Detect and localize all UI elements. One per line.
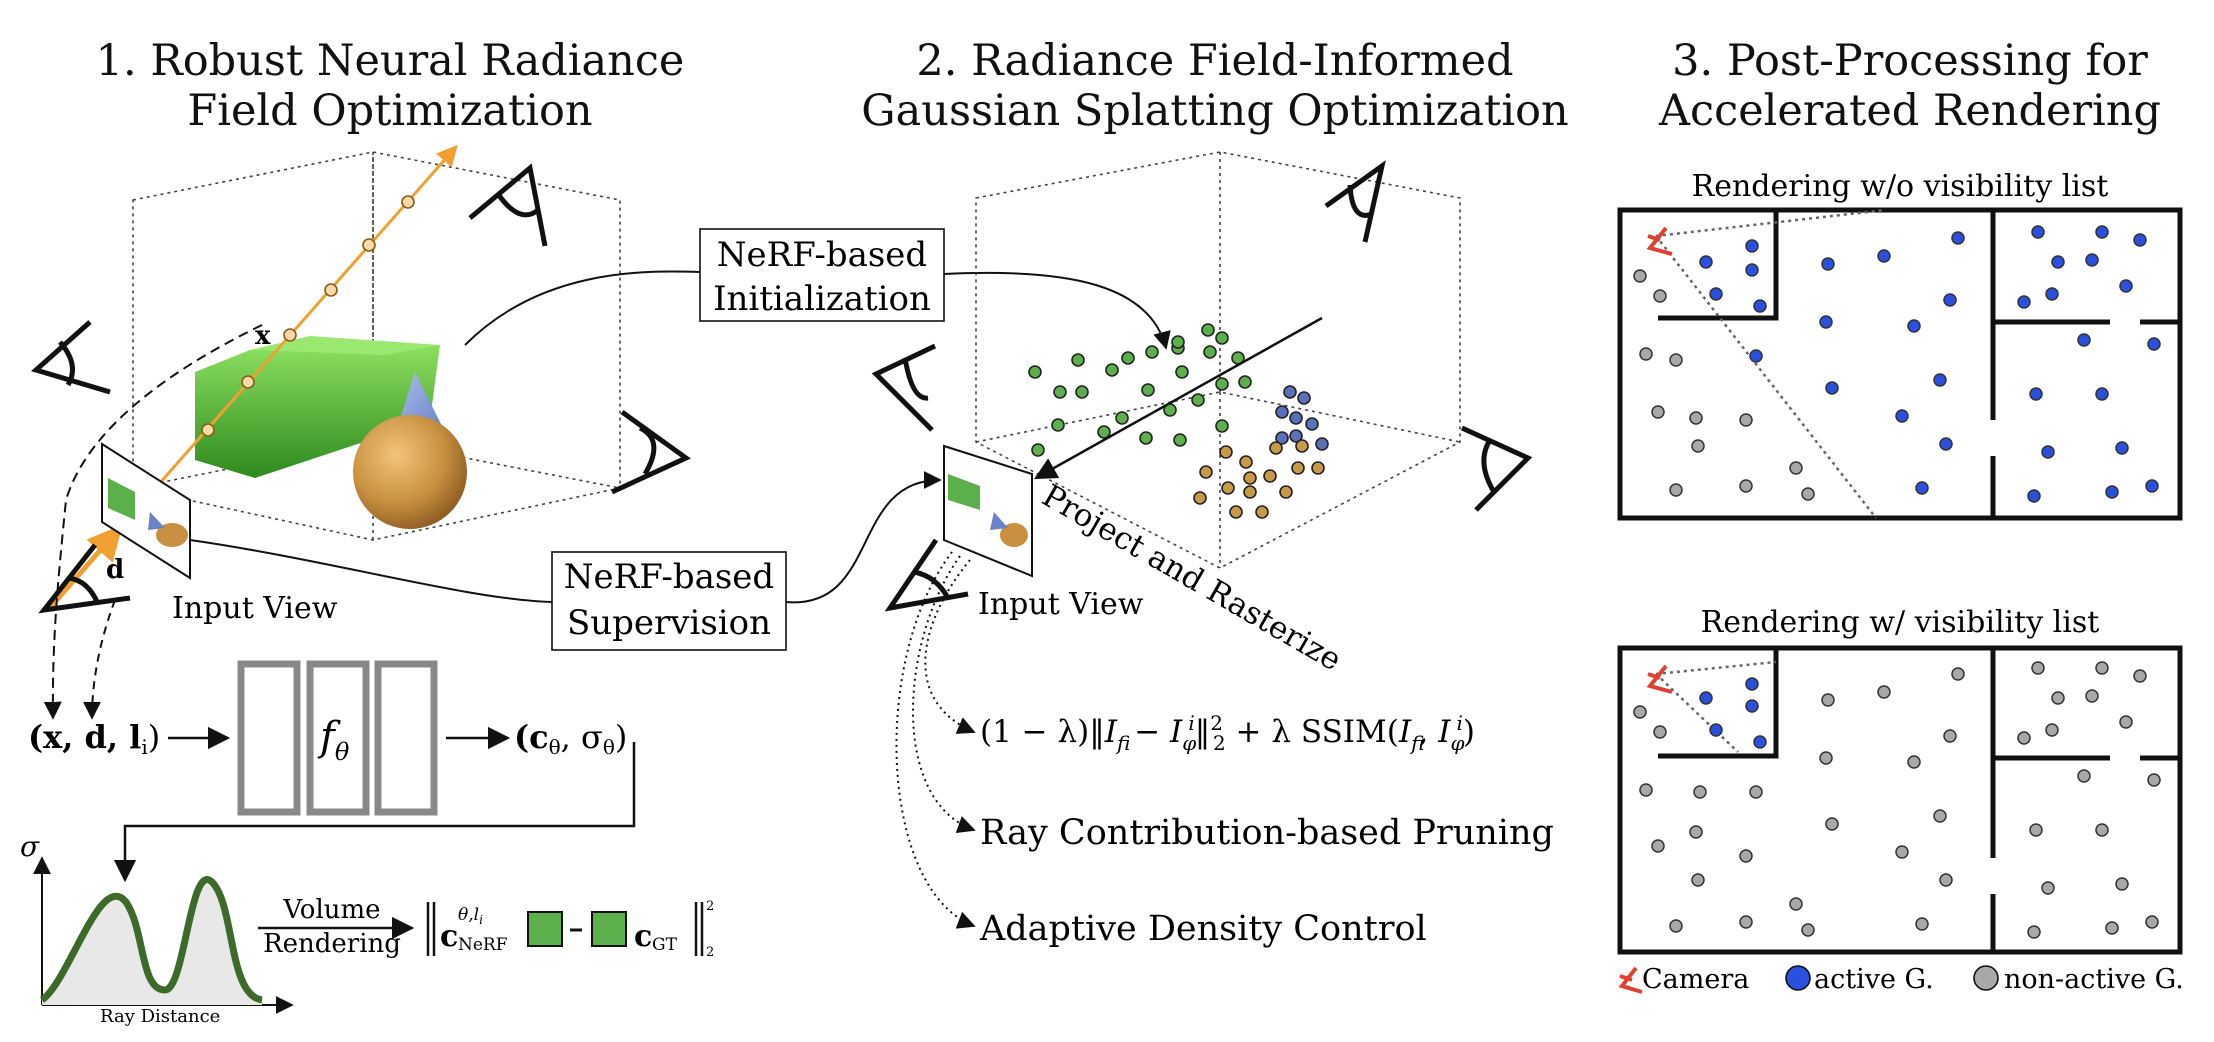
input-view-thumbnail (101, 442, 191, 580)
input-view-label: Input View (172, 591, 338, 626)
stage3-title: 3. Post-Processing for Accelerated Rende… (1659, 36, 2161, 136)
density-plot: σ Ray Distance (20, 830, 294, 1027)
legend-active-swatch (1785, 965, 1811, 991)
orange-ball-object (353, 415, 467, 529)
direction-d-label: d (106, 555, 124, 585)
camera-icon (468, 163, 548, 247)
sup-box: NeRF-based Supervision (551, 551, 787, 651)
camera-marker-icon (1646, 664, 1673, 694)
camera-icon (1460, 425, 1533, 512)
legend-camera-icon (1618, 966, 1643, 994)
svg-text:NeRF: NeRF (458, 935, 508, 955)
camera-icon (871, 343, 937, 432)
network-block (237, 660, 438, 816)
svg-text:θ,li: θ,li (458, 905, 483, 927)
input-view-branches (895, 551, 976, 929)
color-loss-term: c θ,li NeRF c GT 2 2 (426, 899, 714, 960)
svg-text:2: 2 (706, 945, 714, 960)
legend: Camera active G. non-active G. (1618, 964, 2184, 995)
network-label: fθ (317, 714, 350, 766)
svg-text:c: c (634, 919, 652, 954)
loss-formula: (1 − λ)‖Ifi − Iφi‖22 + λ SSIM(Ifi, Iφi) (980, 711, 1475, 755)
project-rasterize-label: Project and Rasterize (1036, 478, 1347, 679)
svg-text:c: c (440, 919, 458, 954)
stage1-title: 1. Robust Neural Radiance Field Optimiza… (95, 36, 685, 136)
projection-ray (1034, 316, 1323, 480)
top-panel-caption: Rendering w/o visibility list (1692, 169, 2109, 204)
svg-text:NeRF-based: NeRF-based (564, 557, 774, 597)
input-view-thumbnail (943, 444, 1033, 578)
input-camera-icon (38, 543, 131, 614)
plot-x-label: Ray Distance (100, 1006, 220, 1027)
camera-ray (46, 144, 458, 612)
input-view-label: Input View (978, 587, 1144, 622)
pruning-label: Ray Contribution-based Pruning (980, 813, 1554, 853)
network-inputs: (x, d, li) (28, 718, 160, 759)
legend-inactive-label: non-active G. (2004, 964, 2184, 995)
camera-icon (30, 320, 111, 395)
input-camera-icon (884, 538, 969, 612)
init-curve (464, 270, 701, 346)
svg-text:2: 2 (706, 899, 714, 914)
init-arrow (943, 271, 1171, 350)
floorplan-top (1617, 207, 2183, 521)
svg-text:Initialization: Initialization (713, 279, 931, 319)
volume-rendering-bottom: Rendering (263, 929, 401, 959)
legend-active-label: active G. (1814, 964, 1934, 995)
camera-icon (1324, 160, 1386, 243)
bottom-panel-caption: Rendering w/ visibility list (1701, 605, 2100, 640)
d-direction-arrow (83, 599, 116, 720)
density-control-label: Adaptive Density Control (979, 909, 1427, 949)
sup-curve (189, 539, 553, 603)
outputs-to-plot-arrow (113, 742, 636, 883)
legend-inactive-swatch (1973, 965, 1999, 991)
init-box: NeRF-based Initialization (699, 228, 945, 322)
svg-text:(x, d, li): (x, d, li) (28, 718, 160, 759)
camera-marker-icon (1646, 226, 1673, 256)
svg-text:Supervision: Supervision (567, 603, 771, 643)
floorplan-bottom (1617, 645, 2183, 955)
stage2-title: 2. Radiance Field-Informed Gaussian Spla… (861, 36, 1569, 136)
sup-arrow (785, 471, 942, 604)
point-x-label: x (255, 321, 271, 351)
gaussian-points (1028, 323, 1329, 519)
svg-text:NeRF-based: NeRF-based (717, 235, 927, 275)
camera-icon (610, 409, 691, 495)
green-prism-object (195, 336, 440, 478)
legend-camera-label: Camera (1642, 964, 1749, 995)
network-outputs: (cθ, σθ) (514, 718, 627, 759)
volume-rendering-top: Volume (282, 895, 380, 925)
plot-y-label: σ (20, 830, 40, 863)
svg-text:GT: GT (652, 935, 678, 955)
